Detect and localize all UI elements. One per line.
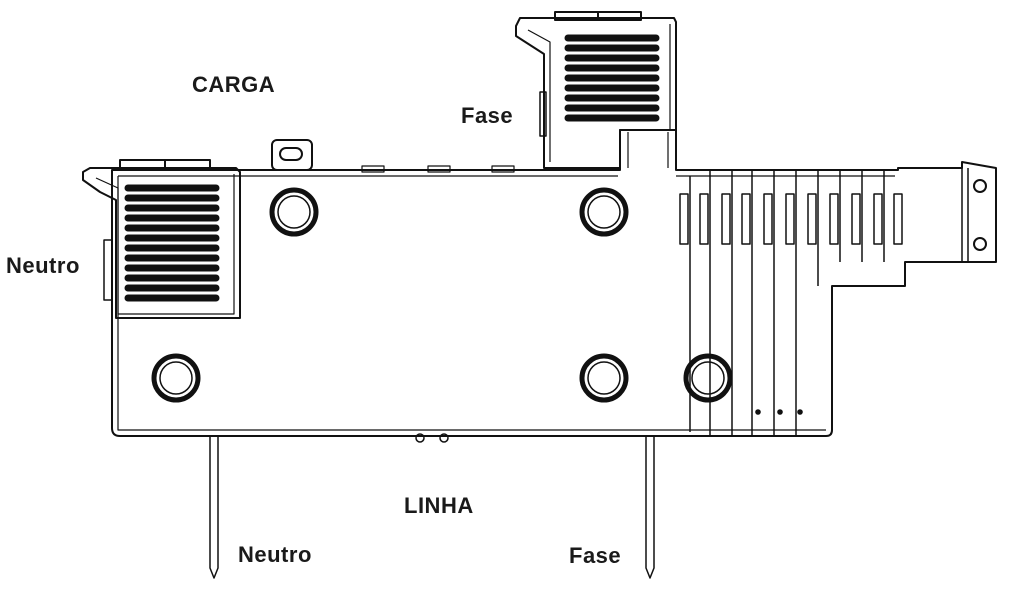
top-terminal-housing — [515, 17, 677, 169]
fase-top-label: Fase — [461, 103, 514, 128]
right-fins — [679, 170, 903, 436]
left-terminal-inner — [95, 174, 235, 315]
top-terminal-inner — [527, 24, 671, 162]
left-terminal-grille — [124, 184, 220, 302]
mounting-holes — [151, 187, 733, 403]
right-bracket-hole-top — [973, 179, 987, 193]
right-bracket-hole-bottom — [973, 237, 987, 251]
main-body-outline — [111, 129, 997, 437]
top-clip — [271, 139, 313, 171]
line-fase-pin — [645, 436, 655, 579]
carga-label: CARGA — [192, 72, 276, 97]
neutro-side-label: Neutro — [6, 253, 80, 278]
fase-bottom-label: Fase — [569, 543, 622, 568]
top-terminal-grille — [564, 34, 660, 122]
right-end-bracket — [961, 168, 969, 262]
linha-label: LINHA — [404, 493, 474, 518]
line-neutro-pin — [209, 436, 219, 579]
neutro-bottom-label: Neutro — [238, 542, 312, 567]
